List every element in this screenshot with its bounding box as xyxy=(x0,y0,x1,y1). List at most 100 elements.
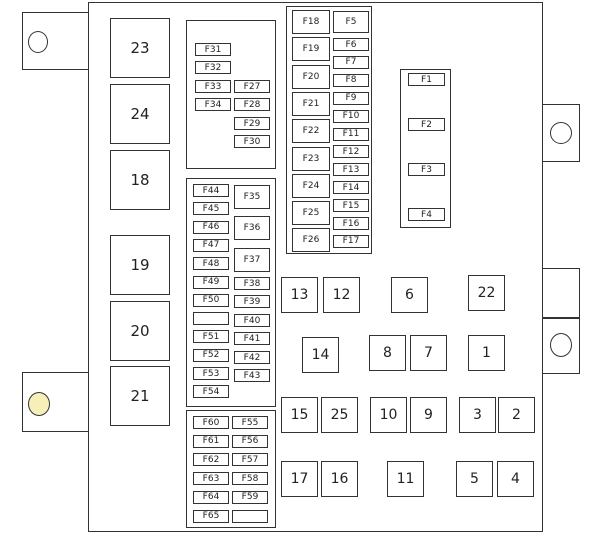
fuse-F64: F64 xyxy=(193,490,229,504)
fuse-F22: F22 xyxy=(292,119,330,144)
fuse-F30: F30 xyxy=(234,135,270,148)
relay-20: 20 xyxy=(110,301,170,361)
relay-5: 5 xyxy=(456,461,493,497)
fuse-F24: F24 xyxy=(292,173,330,198)
fuse-mid-left-blank xyxy=(193,312,229,326)
fuse-F23: F23 xyxy=(292,146,330,171)
fuse-panel-right xyxy=(400,69,451,228)
fuse-mid-left-F52: F52 xyxy=(193,348,229,362)
fuse-mid-left-F53: F53 xyxy=(193,367,229,380)
fuse-F31: F31 xyxy=(195,43,231,56)
fuse-F25: F25 xyxy=(292,201,330,226)
fuse-F26: F26 xyxy=(292,228,330,253)
relay-9: 9 xyxy=(410,397,447,433)
fuse-mid-left-F51: F51 xyxy=(193,330,229,344)
relay-15: 15 xyxy=(281,397,318,433)
fuse-F62: F62 xyxy=(193,453,229,467)
fuse-F27: F27 xyxy=(234,80,270,93)
relay-18: 18 xyxy=(110,150,170,210)
fuse-F36: F36 xyxy=(234,216,270,240)
fuse-F20: F20 xyxy=(292,64,330,89)
fuse-F8: F8 xyxy=(333,73,369,87)
fuse-F4: F4 xyxy=(408,208,445,221)
relay-14: 14 xyxy=(302,337,339,373)
fuse-F15: F15 xyxy=(333,199,369,213)
relay-11: 11 xyxy=(387,461,424,497)
fuse-F41: F41 xyxy=(234,332,270,345)
fuse-F2: F2 xyxy=(408,118,445,131)
fuse-F40: F40 xyxy=(234,314,270,327)
fuse-mid-left-F45: F45 xyxy=(193,202,229,216)
relay-17: 17 xyxy=(281,461,318,497)
mounting-ear-right-mid xyxy=(540,268,580,318)
fuse-mid-left-F47: F47 xyxy=(193,238,229,252)
fuse-bottom-right-blank xyxy=(232,509,268,523)
fuse-mid-left-F46: F46 xyxy=(193,220,229,234)
mounting-hole-right-upper xyxy=(550,122,572,144)
fuse-F42: F42 xyxy=(234,351,270,364)
relay-2: 2 xyxy=(498,397,535,433)
mounting-hole-bottom-left xyxy=(28,392,50,416)
fuse-F13: F13 xyxy=(333,163,369,177)
relay-19: 19 xyxy=(110,235,170,295)
fuse-F60: F60 xyxy=(193,416,229,429)
fuse-bottom-right-F57: F57 xyxy=(232,453,268,467)
fuse-F7: F7 xyxy=(333,55,369,69)
relay-13: 13 xyxy=(281,277,318,313)
relay-25: 25 xyxy=(321,397,358,433)
fuse-bottom-right-F58: F58 xyxy=(232,472,268,486)
fuse-F28: F28 xyxy=(234,98,270,111)
fuse-F19: F19 xyxy=(292,37,330,62)
fuse-F3: F3 xyxy=(408,163,445,176)
fuse-mid-left-F49: F49 xyxy=(193,275,229,289)
fuse-F63: F63 xyxy=(193,472,229,486)
relay-23: 23 xyxy=(110,18,170,78)
relay-6: 6 xyxy=(391,277,428,313)
fuse-bottom-right-F56: F56 xyxy=(232,434,268,448)
fuse-F11: F11 xyxy=(333,127,369,141)
fuse-F10: F10 xyxy=(333,109,369,123)
fuse-bottom-right-F59: F59 xyxy=(232,490,268,504)
relay-7: 7 xyxy=(410,335,447,371)
fuse-F16: F16 xyxy=(333,217,369,230)
relay-8: 8 xyxy=(369,335,406,371)
fuse-F35: F35 xyxy=(234,185,270,209)
fuse-bottom-right-F55: F55 xyxy=(232,416,268,429)
fuse-F43: F43 xyxy=(234,369,270,382)
fuse-mid-left-F48: F48 xyxy=(193,257,229,271)
fuse-F21: F21 xyxy=(292,91,330,116)
fuse-F14: F14 xyxy=(333,181,369,195)
fuse-F39: F39 xyxy=(234,295,270,308)
relay-4: 4 xyxy=(497,461,534,497)
mounting-hole-right-lower xyxy=(550,333,572,357)
fuse-F61: F61 xyxy=(193,434,229,448)
fuse-F65: F65 xyxy=(193,509,229,523)
relay-22: 22 xyxy=(468,275,505,311)
relay-12: 12 xyxy=(323,277,360,313)
fuse-F12: F12 xyxy=(333,145,369,159)
relay-3: 3 xyxy=(459,397,496,433)
fuse-F17: F17 xyxy=(333,234,369,248)
fuse-F9: F9 xyxy=(333,91,369,105)
relay-1: 1 xyxy=(468,335,505,371)
fuse-F5: F5 xyxy=(333,11,369,33)
fuse-F34: F34 xyxy=(195,98,231,111)
fuse-F32: F32 xyxy=(195,61,231,74)
fuse-F18: F18 xyxy=(292,10,330,34)
fuse-panel-bottom xyxy=(186,410,276,528)
fuse-F38: F38 xyxy=(234,277,270,290)
fuse-mid-left-F50: F50 xyxy=(193,293,229,307)
relay-10: 10 xyxy=(370,397,407,433)
mounting-hole-top-left xyxy=(28,31,48,53)
fuse-mid-left-F44: F44 xyxy=(193,184,229,197)
relay-24: 24 xyxy=(110,84,170,144)
fuse-F37: F37 xyxy=(234,248,270,272)
fuse-F33: F33 xyxy=(195,80,231,93)
fuse-F29: F29 xyxy=(234,117,270,130)
fuse-mid-left-F54: F54 xyxy=(193,385,229,399)
fuse-F6: F6 xyxy=(333,38,369,51)
relay-21: 21 xyxy=(110,366,170,426)
fuse-F1: F1 xyxy=(408,73,445,86)
relay-16: 16 xyxy=(321,461,358,497)
